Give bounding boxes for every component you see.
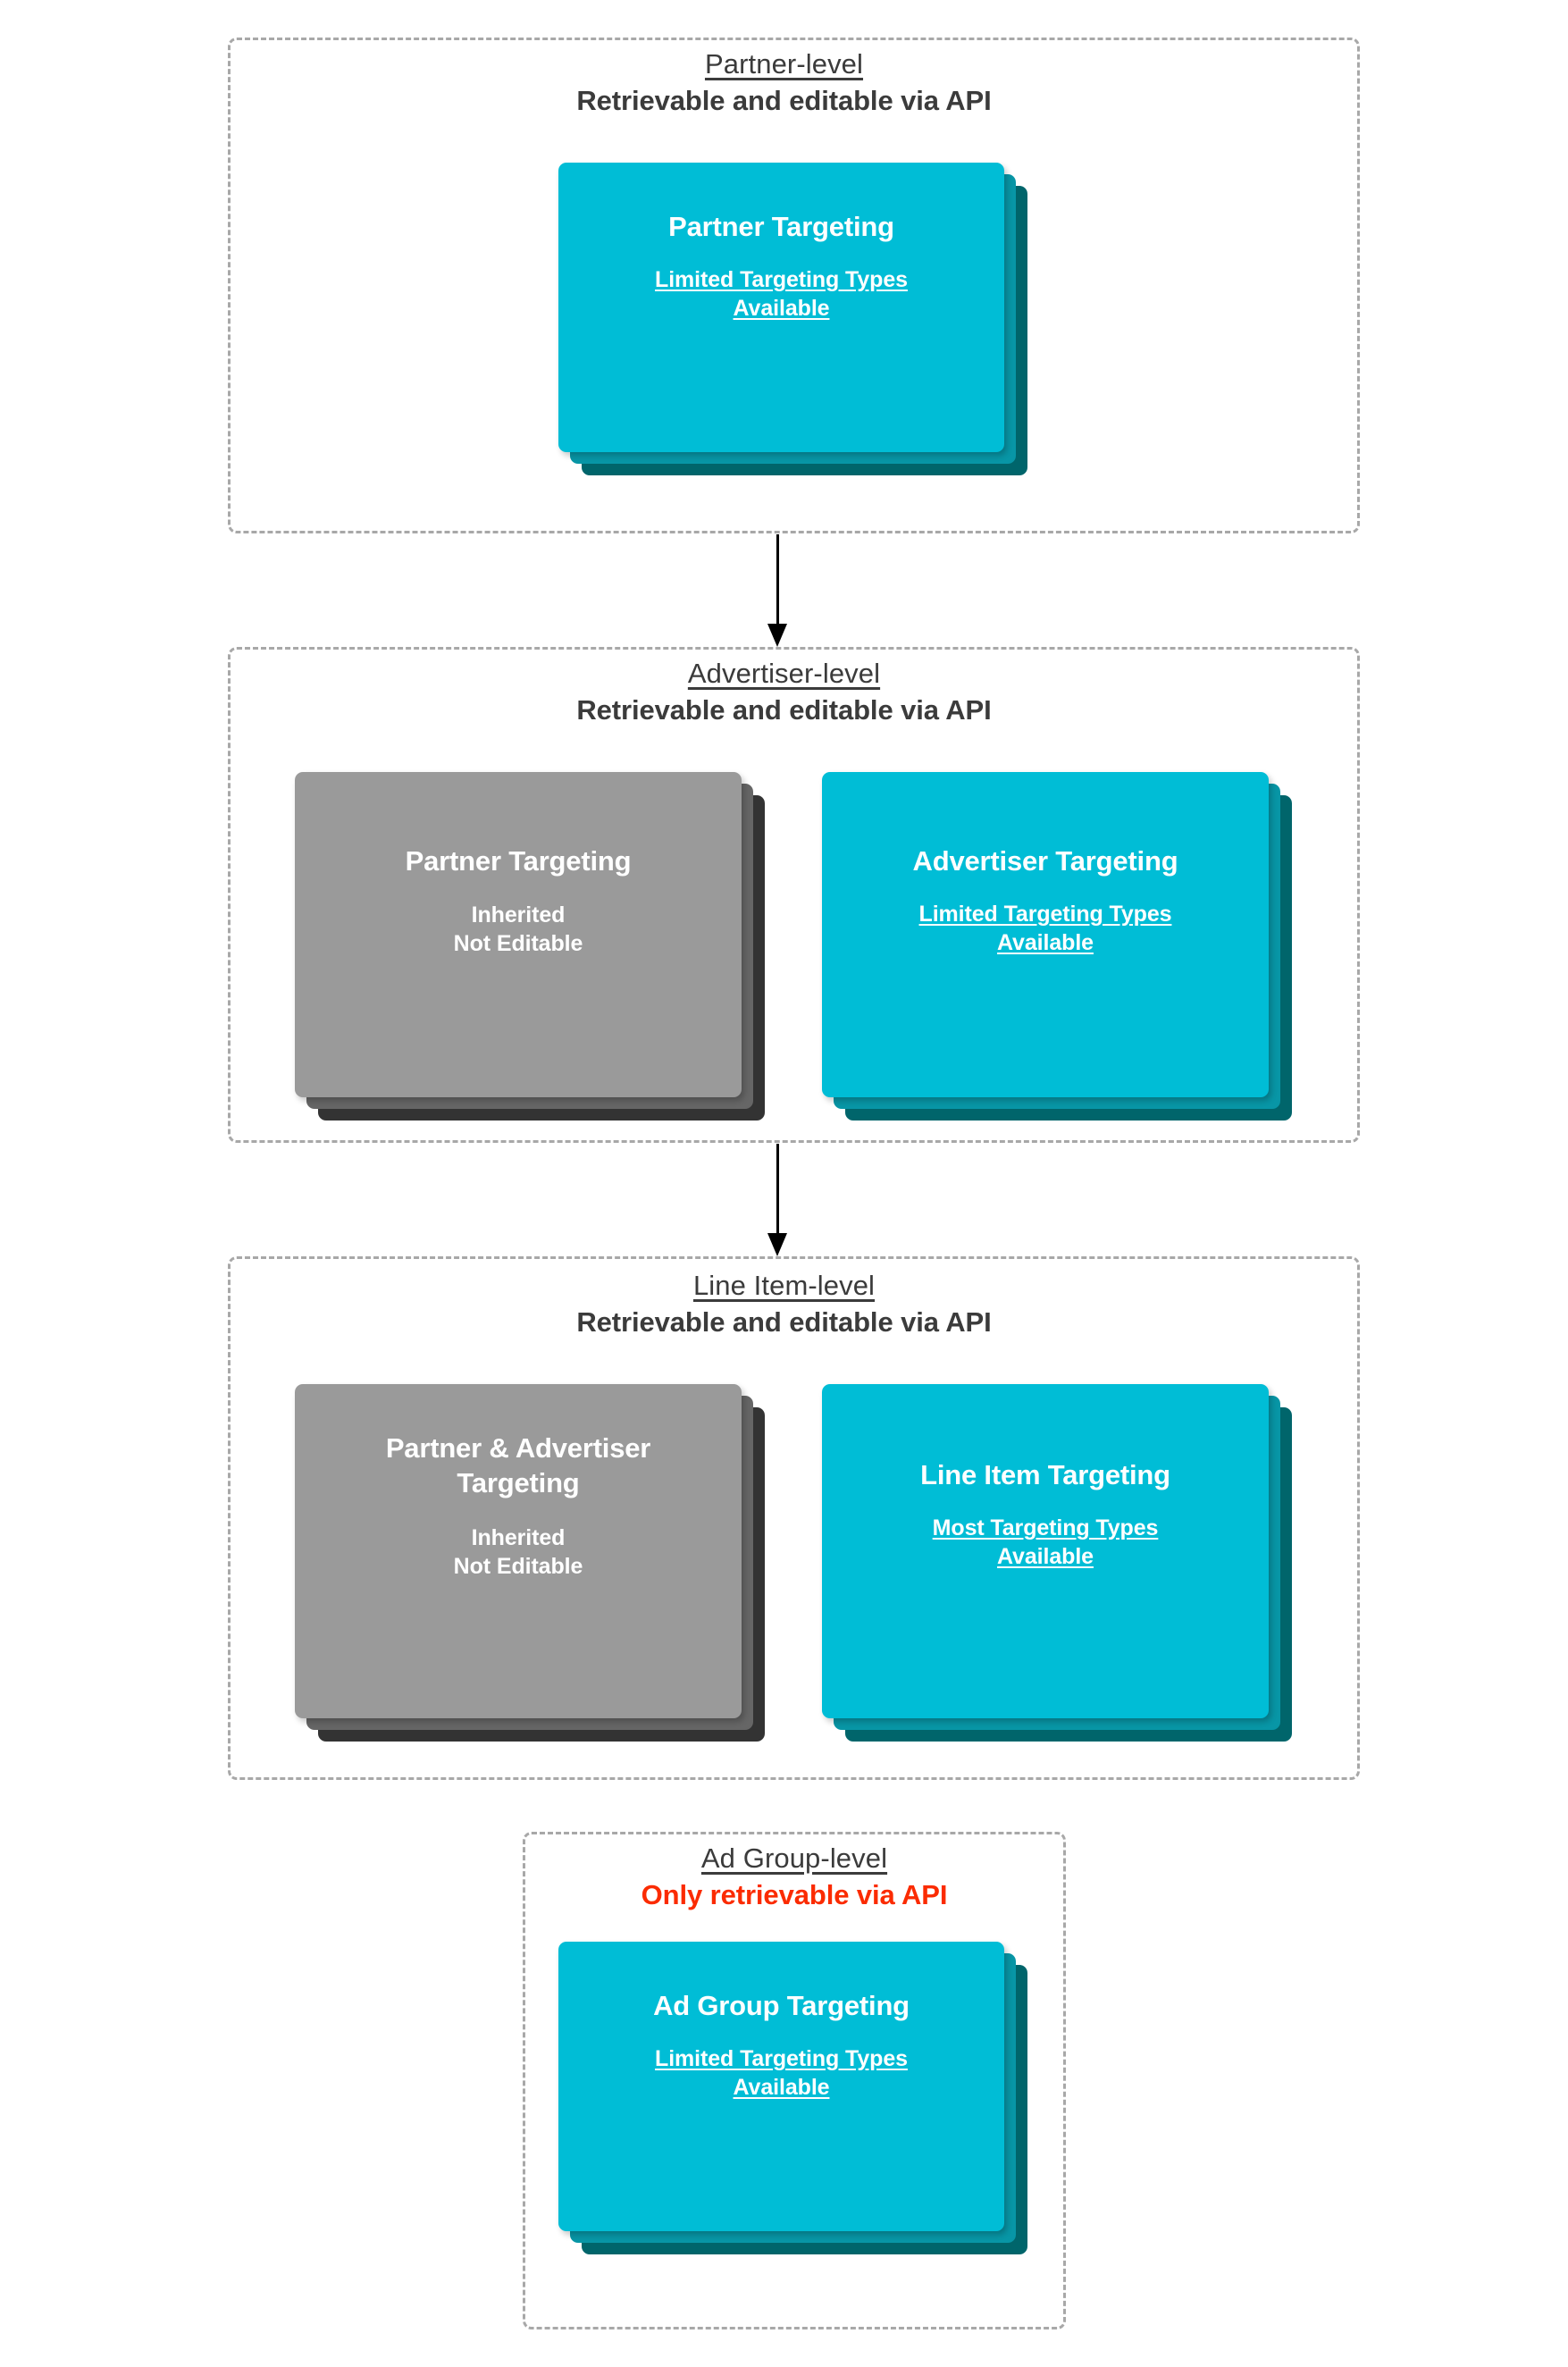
card-note-line-1: Most Targeting Types [932, 1515, 1159, 1541]
card-advertiser-targeting[interactable]: Advertiser Targeting Limited Targeting T… [822, 772, 1269, 1097]
card-title: Partner Targeting [668, 211, 894, 242]
card-stack-ad-group-targeting: Ad Group Targeting Limited Targeting Typ… [558, 1942, 1027, 2254]
card-note-line-2: Available [733, 2075, 830, 2101]
card-title: Ad Group Targeting [653, 1990, 910, 2021]
card-note: Limited Targeting Types Available [655, 2044, 908, 2102]
card-line-item-targeting[interactable]: Line Item Targeting Most Targeting Types… [822, 1384, 1269, 1718]
card-line-item-inherited-targeting[interactable]: Partner & Advertiser Targeting Inherited… [295, 1384, 742, 1718]
level-box-partner [228, 38, 1360, 533]
card-stack-advertiser-targeting: Advertiser Targeting Limited Targeting T… [822, 772, 1292, 1121]
card-stack-line-item-inherited: Partner & Advertiser Targeting Inherited… [295, 1384, 765, 1742]
card-note-line-1: Inherited [471, 902, 566, 928]
card-advertiser-inherited-partner-targeting[interactable]: Partner Targeting Inherited Not Editable [295, 772, 742, 1097]
card-stack-advertiser-inherited: Partner Targeting Inherited Not Editable [295, 772, 765, 1121]
card-note-line-1: Limited Targeting Types [918, 902, 1172, 927]
card-note: Limited Targeting Types Available [919, 900, 1172, 957]
arrow-advertiser-to-line-item [764, 1144, 791, 1256]
card-note-line-1: Inherited [471, 1524, 566, 1550]
level-box-ad-group [523, 1832, 1066, 2329]
card-note: Most Targeting Types Available [933, 1514, 1159, 1571]
arrow-head [767, 1233, 787, 1256]
card-note-line-1: Limited Targeting Types [655, 267, 908, 293]
card-note-line-2: Available [733, 296, 830, 322]
card-partner-targeting[interactable]: Partner Targeting Limited Targeting Type… [558, 163, 1004, 452]
arrow-shaft [776, 534, 779, 625]
card-note-line-2: Available [997, 1544, 1094, 1570]
card-title-line-2: Targeting [457, 1467, 580, 1499]
card-title: Partner & Advertiser Targeting [385, 1431, 651, 1501]
card-ad-group-targeting[interactable]: Ad Group Targeting Limited Targeting Typ… [558, 1942, 1004, 2231]
card-note-line-2: Not Editable [453, 1553, 583, 1579]
arrow-partner-to-advertiser [764, 534, 791, 647]
arrow-head [767, 624, 787, 647]
card-title-line-1: Partner & Advertiser [385, 1432, 651, 1464]
card-stack-partner-targeting: Partner Targeting Limited Targeting Type… [558, 163, 1027, 475]
level-box-line-item [228, 1256, 1360, 1780]
card-title: Line Item Targeting [920, 1459, 1170, 1490]
card-title: Partner Targeting [405, 845, 632, 877]
card-note: Inherited Not Editable [454, 1523, 583, 1581]
card-note-line-2: Not Editable [453, 931, 583, 957]
card-title: Advertiser Targeting [912, 845, 1178, 877]
card-note-line-2: Available [997, 930, 1094, 956]
card-note-line-1: Limited Targeting Types [655, 2046, 908, 2072]
arrow-shaft [776, 1144, 779, 1235]
card-stack-line-item-targeting: Line Item Targeting Most Targeting Types… [822, 1384, 1292, 1742]
level-box-advertiser [228, 647, 1360, 1143]
card-note: Limited Targeting Types Available [655, 265, 908, 323]
card-note: Inherited Not Editable [454, 901, 583, 958]
